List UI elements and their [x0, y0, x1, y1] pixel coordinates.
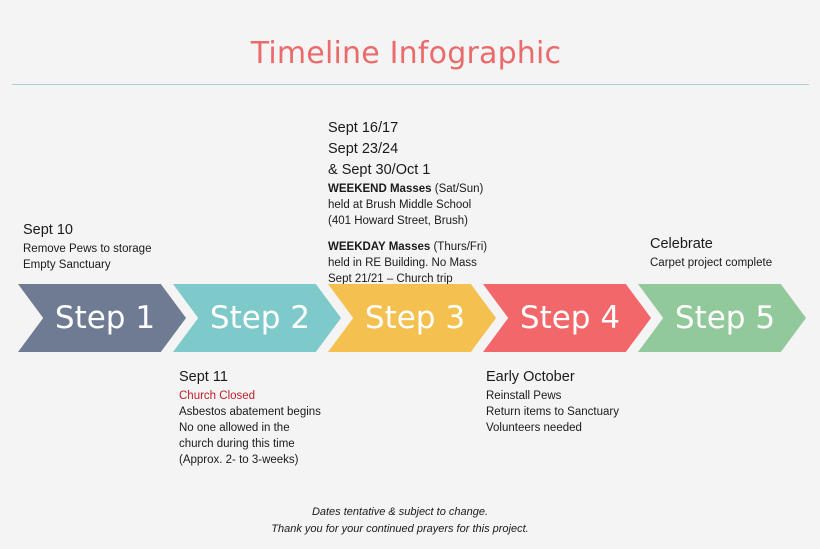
footer-line: Dates tentative & subject to change. [311, 506, 489, 518]
step2-details: Sept 11 Church Closed Asbestos abatement… [179, 367, 321, 468]
step3-line: (401 Howard Street, Brush) [328, 215, 468, 227]
church-closed-label: Church Closed [179, 390, 256, 402]
step5-line: Carpet project complete [650, 257, 773, 269]
step-3-label: Step 3 [364, 300, 466, 336]
step-4-chevron: Step 4 [483, 284, 651, 352]
step5-details: Celebrate Carpet project complete [650, 234, 772, 271]
step3-line: Sept 21/21 – Church trip [328, 273, 453, 285]
weekend-masses-heading: WEEKEND Masses (Sat/Sun) [328, 181, 487, 197]
footer-line: Thank you for your continued prayers for… [271, 523, 529, 535]
step1-line: Remove Pews to storage [23, 243, 152, 255]
step-5-chevron: Step 5 [638, 284, 806, 352]
weekend-masses-days: (Sat/Sun) [431, 183, 484, 195]
weekday-masses-heading: WEEKDAY Masses (Thurs/Fri) [328, 239, 487, 255]
page-title: Timeline Infographic [250, 36, 562, 71]
step3-line: held at Brush Middle School [328, 199, 472, 211]
step3-line: held in RE Building. No Mass [328, 257, 477, 269]
step3-date: Sept 23/24 [328, 141, 399, 157]
spacer [328, 229, 487, 239]
step2-line: Asbestos abatement begins [179, 406, 321, 418]
weekday-masses-days: (Thurs/Fri) [430, 241, 488, 253]
step3-date: & Sept 30/Oct 1 [328, 162, 431, 178]
step4-details: Early October Reinstall Pews Return item… [486, 367, 619, 436]
step1-details: Sept 10 Remove Pews to storage Empty San… [23, 220, 151, 273]
step2-line: (Approx. 2- to 3-weeks) [179, 454, 299, 466]
step4-line: Return items to Sanctuary [486, 406, 619, 418]
step4-date: Early October [486, 369, 575, 385]
step3-details: Sept 16/17 Sept 23/24 & Sept 30/Oct 1 WE… [328, 118, 487, 287]
step4-line: Volunteers needed [486, 422, 582, 434]
step2-line: church during this time [179, 438, 295, 450]
step2-line: No one allowed in the [179, 422, 290, 434]
step-5-label: Step 5 [674, 300, 776, 336]
weekday-masses-label: WEEKDAY Masses [328, 241, 431, 253]
step-2-chevron: Step 2 [173, 284, 341, 352]
step5-date: Celebrate [650, 236, 713, 252]
step3-date: Sept 16/17 [328, 120, 399, 136]
footer-note: Dates tentative & subject to change. Tha… [0, 504, 800, 538]
step-4-label: Step 4 [519, 300, 621, 336]
step-2-label: Step 2 [209, 300, 311, 336]
step1-line: Empty Sanctuary [23, 259, 111, 271]
title-divider [12, 84, 809, 85]
step-1-chevron: Step 1 [18, 284, 186, 352]
step2-date: Sept 11 [179, 369, 228, 385]
step4-line: Reinstall Pews [486, 390, 562, 402]
weekend-masses-label: WEEKEND Masses [328, 183, 432, 195]
step1-date: Sept 10 [23, 222, 73, 238]
step-3-chevron: Step 3 [328, 284, 496, 352]
step-1-label: Step 1 [54, 300, 156, 336]
